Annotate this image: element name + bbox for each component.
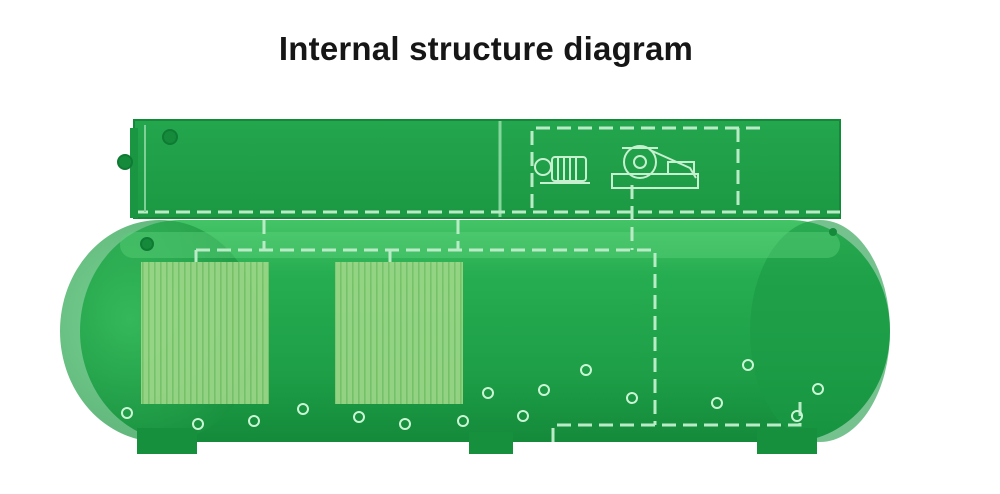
inlet-fitting-icon bbox=[163, 130, 177, 144]
pipe-stub bbox=[130, 128, 138, 218]
membrane-module-icon bbox=[335, 262, 463, 404]
tank-highlight bbox=[120, 232, 840, 258]
tank-support-middle bbox=[469, 432, 513, 454]
equipment-cabin bbox=[118, 120, 840, 218]
outlet-fitting-icon bbox=[118, 155, 132, 169]
tank-vent-icon bbox=[829, 228, 837, 236]
tank-support-left bbox=[137, 428, 197, 454]
cabin-body bbox=[134, 120, 840, 218]
tank-port-icon bbox=[141, 238, 153, 250]
membrane-module-icon bbox=[141, 262, 269, 404]
tank-support-right bbox=[757, 428, 817, 454]
